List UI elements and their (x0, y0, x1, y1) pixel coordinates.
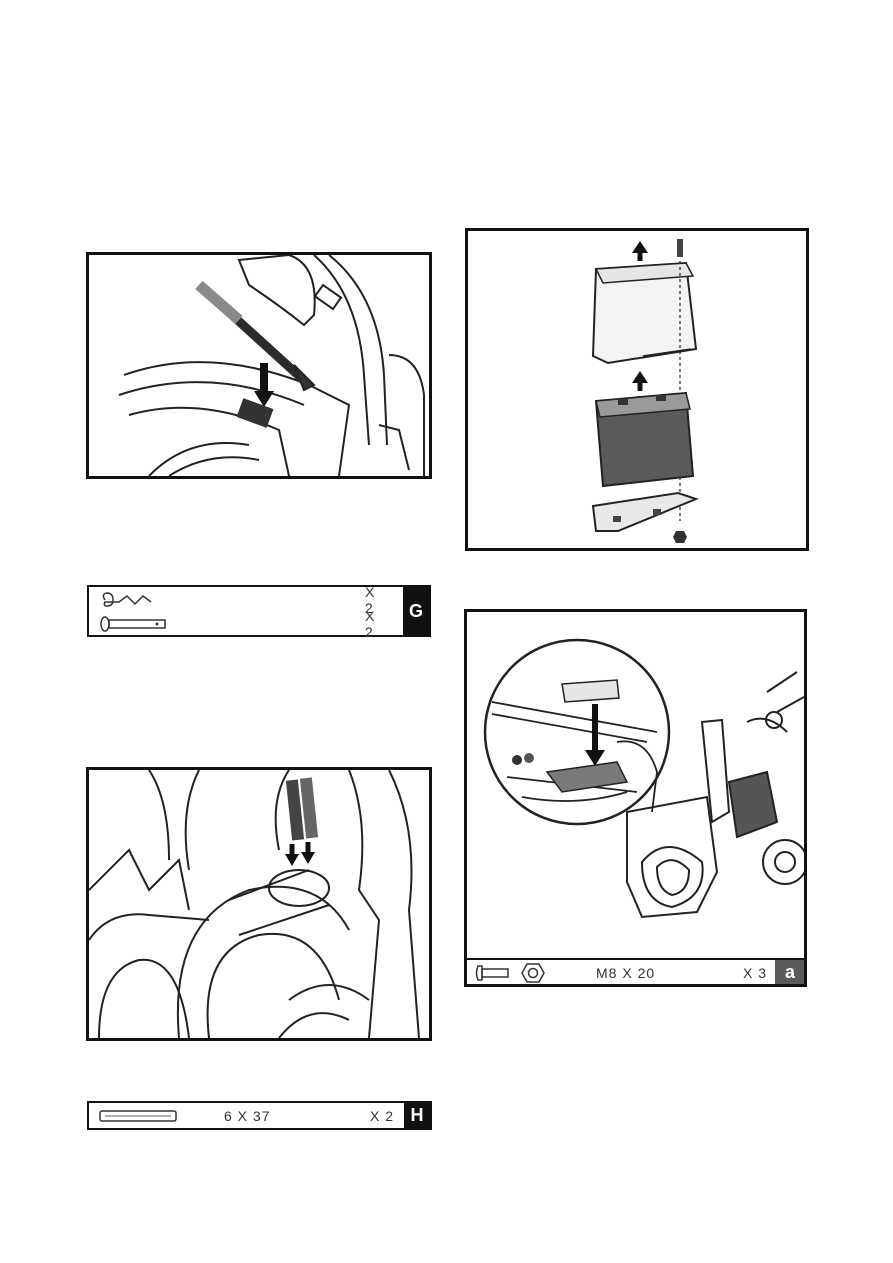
hair-pin-clip-icon (99, 590, 159, 610)
chute-pin-drawing (89, 255, 429, 476)
roll-pin-icon (99, 1109, 179, 1123)
bracket-bolt-qty: X 3 (743, 965, 767, 981)
parts-box-h: 6 X 37 X 2 H (87, 1101, 432, 1130)
illustration-battery (465, 228, 809, 551)
parts-row-clevis-pin: X 2 (89, 613, 169, 635)
illustration-chute-pin (86, 252, 432, 479)
bracket-bolt-size: M8 X 20 (596, 965, 655, 981)
bracket-mount-drawing (467, 612, 804, 960)
carriage-bolt-icon (474, 964, 510, 982)
illustration-bracket-mount: M8 X 20 X 3 a (464, 609, 807, 987)
roll-pin-qty: X 2 (370, 1108, 394, 1124)
parts-row-hair-pin: X 2 (89, 589, 159, 611)
parts-box-a: M8 X 20 X 3 a (464, 958, 807, 987)
parts-tag-g: G (403, 587, 429, 635)
flange-nut-icon (521, 962, 545, 984)
battery-drawing (468, 231, 806, 548)
roll-pin-size: 6 X 37 (224, 1108, 270, 1124)
illustration-roll-pins (86, 767, 432, 1041)
parts-box-g: X 2 X 2 G (87, 585, 431, 637)
clevis-pin-icon (99, 614, 169, 634)
clevis-pin-qty: X 2 (365, 608, 375, 640)
parts-tag-a: a (775, 960, 805, 985)
roll-pin-drawing (89, 770, 429, 1038)
parts-tag-h: H (404, 1103, 430, 1128)
